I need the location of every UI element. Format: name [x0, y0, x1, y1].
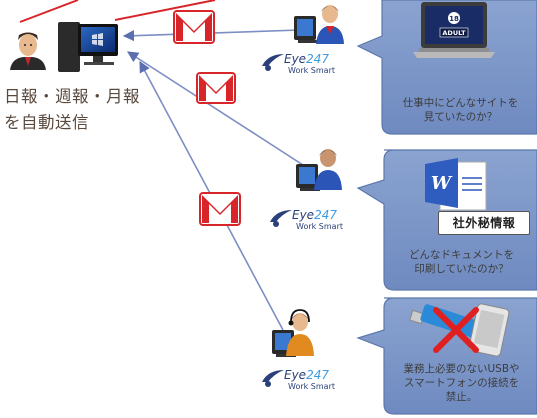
gmail-envelope-icon [173, 10, 215, 44]
confidential-info-tag: 社外秘情報 [438, 211, 530, 235]
word-document-icon: W [425, 158, 487, 211]
brand-eye-text: Eye247 [284, 368, 329, 382]
brand-logo-3 [262, 370, 284, 387]
gmail-envelope-icon [199, 192, 241, 226]
bubble-caption-websites: 仕事中にどんなサイトを 見ていたのか？ [384, 96, 537, 124]
brand-logo-1 [262, 54, 284, 71]
bubble-caption-line: 業務上必要のないUSBや [403, 363, 520, 375]
employee-computer-icon [294, 5, 344, 44]
admin-person-icon [10, 32, 46, 70]
bubble-caption-line: 禁止。 [445, 391, 478, 403]
red-link-lines [19, 0, 216, 23]
bubble-caption-line: 印刷していたのか？ [414, 263, 509, 275]
laptop-icon: 18 ADULT [413, 2, 495, 58]
brand-tagline: Work Smart [288, 382, 335, 391]
speech-bubble-websites [356, 0, 537, 135]
gmail-envelope-icon [196, 72, 236, 104]
desktop-computer-icon [58, 22, 118, 72]
age-18-badge: 18 [449, 15, 459, 23]
bubble-caption-line: どんなドキュメントを [409, 249, 514, 261]
brand-eye-text: Eye247 [292, 208, 337, 222]
brand-logo-2 [270, 210, 292, 227]
admin-report-label-line2: を自動送信 [4, 113, 89, 132]
brand-tagline: Work Smart [288, 66, 335, 75]
word-letter: W [431, 173, 453, 194]
brand-eye-text: Eye247 [284, 52, 329, 66]
bubble-caption-line: スマートフォンの接続を [403, 377, 520, 389]
bubble-caption-documents: どんなドキュメントを 印刷していたのか？ [386, 248, 537, 276]
bubble-caption-line: 見ていたのか？ [423, 111, 498, 123]
bubble-caption-line: 仕事中にどんなサイトを [402, 97, 519, 109]
employee-computer-icon [296, 149, 342, 191]
admin-report-label: 日報・週報・月報 を自動送信 [4, 84, 179, 136]
employee-computer-icon [272, 309, 314, 357]
adult-label: ADULT [442, 29, 466, 37]
bubble-caption-devices: 業務上必要のないUSBや スマートフォンの接続を 禁止。 [386, 362, 537, 404]
prohibit-x-icon [433, 307, 479, 353]
admin-report-label-line1: 日報・週報・月報 [4, 87, 140, 106]
brand-tagline: Work Smart [296, 222, 343, 231]
smartphone-icon [468, 303, 510, 357]
